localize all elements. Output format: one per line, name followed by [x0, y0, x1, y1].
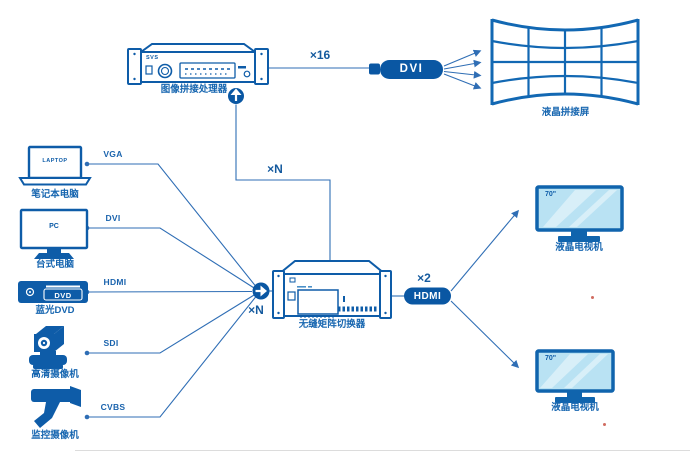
tv-top-caption: 液晶电视机	[555, 242, 603, 253]
power-button	[145, 65, 153, 75]
tv-bottom-size-label: 70"	[545, 355, 557, 362]
signal-label-sdi: SDI	[103, 338, 119, 348]
pc-caption: 台式电脑	[35, 259, 74, 270]
signal-label-dvi: DVI	[105, 213, 121, 223]
rack-screws	[133, 52, 263, 81]
cctv-camera-icon	[31, 386, 81, 428]
video-wall-icon	[490, 18, 640, 106]
image-processor-device	[127, 43, 269, 85]
dvd-player-icon	[18, 281, 88, 303]
hd-camera-caption: 高清摄像机	[31, 369, 79, 380]
rack-screws	[277, 274, 387, 315]
cctv-camera-caption: 监控摄像机	[31, 430, 79, 441]
merge-node	[252, 282, 270, 300]
laptop-caption: 笔记本电脑	[31, 189, 79, 200]
tv-bottom-caption: 液晶电视机	[551, 402, 599, 413]
dvi-line	[87, 227, 257, 290]
pc-label: PC	[49, 223, 59, 230]
up-arrow-badge	[228, 88, 244, 104]
tv-top-size-label: 70"	[545, 191, 557, 198]
hdmi-fanout-arrows	[450, 209, 520, 369]
dvd-label: DVD	[54, 290, 72, 300]
hdmi-line	[86, 290, 253, 293]
dvi-pill	[369, 60, 443, 79]
laptop-icon	[18, 145, 92, 186]
power-button	[287, 291, 296, 301]
front-display	[297, 289, 339, 315]
vga-line	[87, 163, 258, 289]
pc-icon	[19, 208, 89, 259]
dvd-caption: 蓝光DVD	[35, 305, 75, 316]
count-label-xn-top: ×N	[267, 162, 283, 176]
hdmi-pill-label: HDMI	[413, 291, 442, 302]
front-display	[179, 62, 236, 79]
signal-label-vga: VGA	[103, 149, 123, 159]
signal-label-hdmi: HDMI	[103, 277, 127, 287]
matrix-caption: 无缝矩阵切换器	[298, 319, 366, 330]
red-speck-artifact	[603, 423, 606, 426]
sdi-line	[87, 293, 257, 354]
source-connector-lines	[86, 163, 258, 418]
count-label-xn-bottom: ×N	[248, 303, 264, 317]
bottom-divider-line	[75, 450, 690, 451]
processor-brand-label: SVS	[146, 55, 159, 61]
tv-icon-top	[535, 185, 624, 242]
matrix-to-processor-line	[235, 104, 331, 261]
signal-label-cvbs: CVBS	[100, 402, 126, 412]
video-wall-caption: 液晶拼接屏	[541, 107, 590, 118]
hdmi-pill	[404, 287, 451, 305]
count-label-x2: ×2	[417, 271, 431, 285]
tv-icon-bottom	[535, 349, 615, 403]
laptop-label: LAPTOP	[42, 158, 68, 164]
count-label-x16: ×16	[309, 48, 331, 62]
dvi-fanout-arrows	[443, 49, 482, 90]
ptz-camera-icon	[29, 326, 67, 369]
red-speck-artifact	[591, 296, 594, 299]
matrix-switcher-device	[272, 260, 392, 319]
dvi-pill-label: DVI	[399, 62, 424, 75]
cvbs-line	[87, 296, 257, 418]
processor-caption: 图像拼接处理器	[160, 84, 228, 95]
